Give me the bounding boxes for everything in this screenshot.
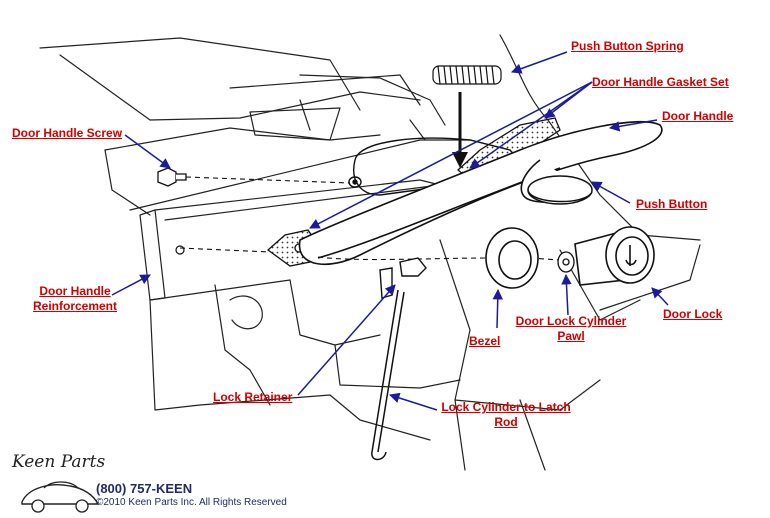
- door-handle-screw-part: [157, 167, 187, 187]
- car-icon: [21, 481, 100, 513]
- label-door-handle-gasket-set[interactable]: Door Handle Gasket Set: [592, 75, 729, 89]
- bezel-part: [485, 227, 539, 289]
- label-lock-retainer[interactable]: Lock Retainer: [213, 390, 293, 404]
- door-panel-sketch: [39, 34, 701, 471]
- label-push-button[interactable]: Push Button: [636, 197, 708, 211]
- label-bezel[interactable]: Bezel: [469, 334, 501, 348]
- lock-retainer-part: [379, 257, 427, 299]
- leader-arrows: [111, 51, 669, 411]
- label-door-handle-screw[interactable]: Door Handle Screw: [12, 126, 123, 140]
- pawl-part: [557, 251, 575, 273]
- label-door-lock-cylinder-pawl-line2[interactable]: Pawl: [557, 329, 585, 343]
- brand-phone[interactable]: (800) 757-KEEN: [96, 481, 193, 496]
- label-door-handle-reinforcement-line1[interactable]: Door Handle: [39, 284, 111, 298]
- brand-copyright: ©2010 Keen Parts Inc. All Rights Reserve…: [96, 497, 287, 508]
- label-lock-cylinder-rod-line2[interactable]: Rod: [494, 415, 518, 429]
- label-push-button-spring[interactable]: Push Button Spring: [571, 39, 684, 53]
- label-lock-cylinder-rod-line1[interactable]: Lock Cylinder to Latch: [441, 400, 571, 414]
- label-door-handle-reinforcement-line2[interactable]: Reinforcement: [32, 299, 118, 313]
- assembly-lines: [179, 176, 561, 261]
- label-door-lock-cylinder-pawl-line1[interactable]: Door Lock Cylinder: [515, 314, 627, 328]
- door-lock-part: [574, 226, 655, 286]
- label-door-handle[interactable]: Door Handle: [662, 109, 734, 123]
- push-button: [527, 175, 593, 205]
- label-door-lock[interactable]: Door Lock: [663, 307, 723, 321]
- push-button-spring-part: [432, 65, 502, 85]
- brand-logo-text: Keen Parts: [12, 452, 106, 472]
- latch-rod: [371, 289, 405, 461]
